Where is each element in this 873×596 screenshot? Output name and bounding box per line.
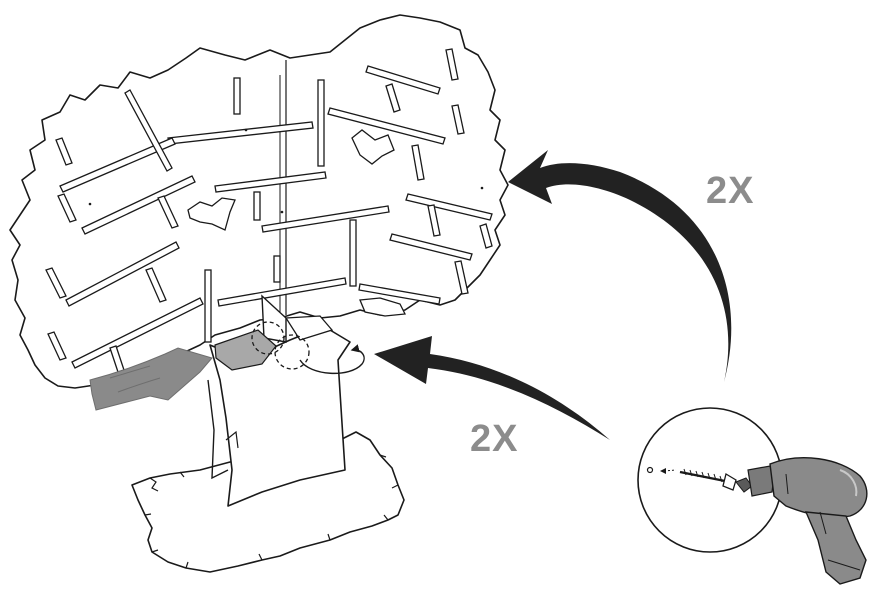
tree-crown-panel — [9, 14, 509, 389]
slot — [327, 107, 446, 145]
lower-direction-arrow — [374, 336, 610, 440]
slot — [358, 283, 441, 305]
detail-magnifier — [637, 407, 868, 585]
screw-location-markers — [251, 321, 310, 370]
slot — [427, 204, 441, 237]
slot — [411, 144, 425, 181]
slot — [451, 104, 465, 135]
slot — [261, 205, 390, 233]
slot — [71, 297, 204, 369]
insert-direction-arrow — [89, 347, 213, 411]
slot — [365, 65, 441, 95]
slot — [45, 267, 67, 299]
slot — [57, 193, 77, 223]
slot — [454, 260, 469, 295]
slot — [405, 193, 493, 221]
screw-location-marker — [251, 321, 285, 355]
slot — [445, 48, 459, 81]
slot — [253, 191, 261, 221]
slot — [157, 195, 179, 229]
slot — [204, 269, 212, 343]
screw-location-marker — [274, 334, 310, 370]
slot — [385, 83, 401, 113]
slot — [59, 137, 176, 193]
slot — [81, 175, 196, 235]
screw-icon — [660, 468, 737, 491]
slot — [479, 223, 493, 249]
slot — [273, 255, 281, 283]
slot — [389, 233, 473, 261]
slot — [124, 89, 173, 172]
slot — [145, 267, 167, 303]
slot — [317, 79, 325, 167]
rotate-arrow-icon — [299, 344, 365, 375]
upper-direction-arrow — [508, 150, 732, 382]
quantity-label-lower: 2X — [470, 418, 519, 460]
slot — [55, 137, 73, 166]
insert-panel — [214, 329, 277, 371]
slot — [47, 331, 67, 361]
connector-bracket — [261, 294, 334, 343]
slot — [214, 171, 327, 193]
slot — [349, 219, 357, 287]
slot — [65, 241, 180, 307]
slot — [217, 277, 347, 307]
drill-icon — [735, 457, 868, 585]
slot — [233, 77, 241, 115]
quantity-label-upper: 2X — [706, 170, 755, 212]
